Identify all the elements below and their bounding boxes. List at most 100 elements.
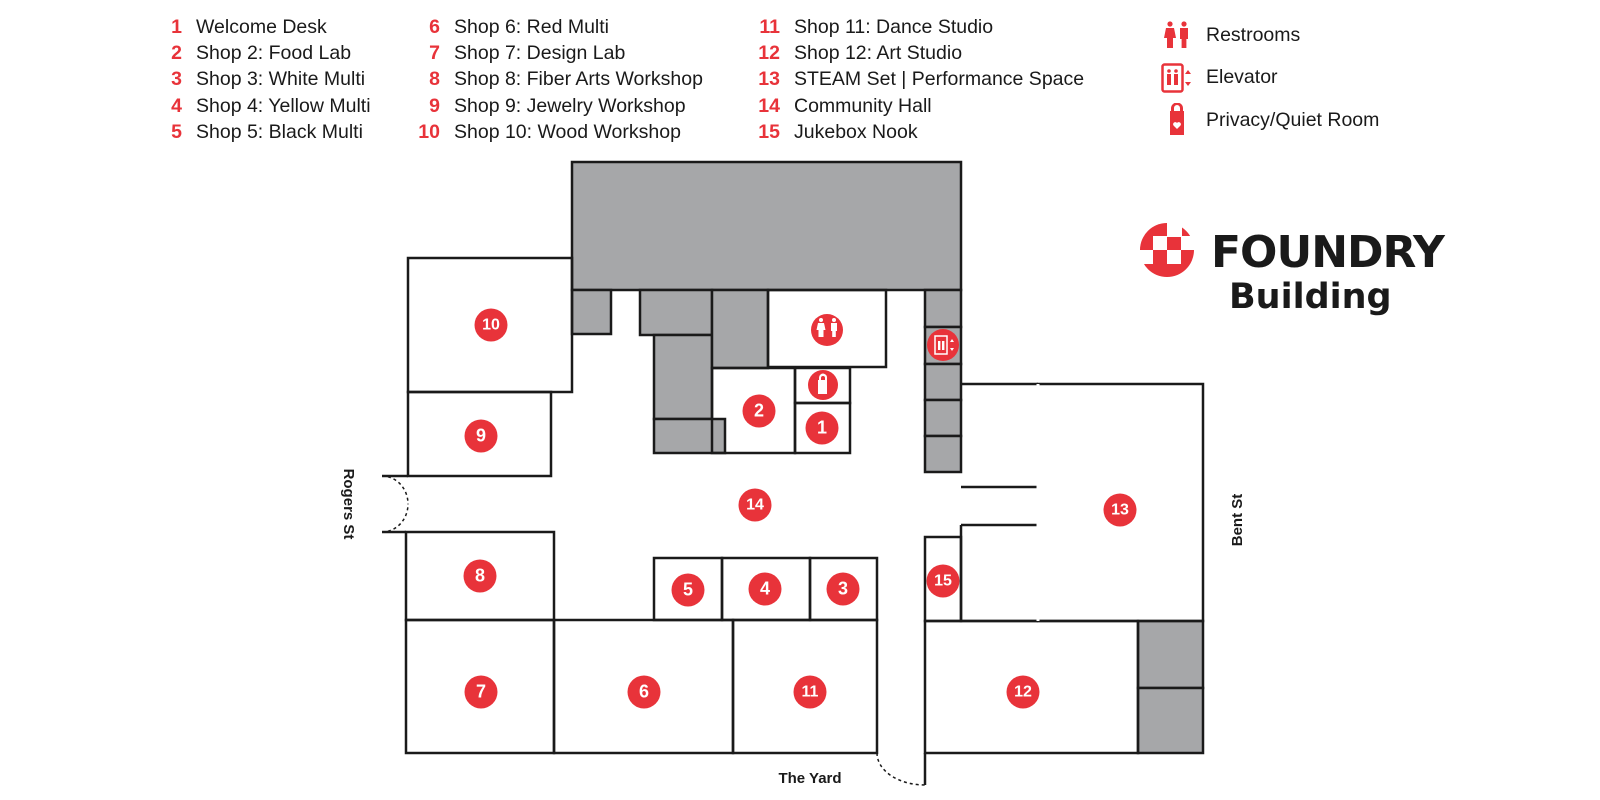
room-marker-12 <box>1006 675 1040 709</box>
service-block <box>923 288 963 329</box>
room-marker-label-1: 1 <box>817 417 827 437</box>
legend-item: 6 Shop 6: Red Multi <box>418 14 703 40</box>
room-marker-label-9: 9 <box>476 425 486 445</box>
elevator-icon <box>934 335 954 355</box>
room-marker-label-10: 10 <box>482 317 500 334</box>
legend-label: Shop 10: Wood Workshop <box>454 120 681 143</box>
legend-item: 3 Shop 3: White Multi <box>160 67 371 93</box>
legend-item: 10 Shop 10: Wood Workshop <box>418 119 703 145</box>
room-marker-label-15: 15 <box>934 573 952 590</box>
room-marker-3 <box>826 572 860 606</box>
room-marker-label-11: 11 <box>802 684 819 701</box>
legend-column-1: 1 Welcome Desk 2 Shop 2: Food Lab 3 Shop 3:… <box>160 14 371 145</box>
legend-label: Shop 3: White Multi <box>196 68 366 91</box>
brand-logo: FOUNDRY Building <box>1137 222 1445 317</box>
legend-label: Jukebox Nook <box>794 120 918 143</box>
legend-label: Community Hall <box>794 94 932 117</box>
legend-label: Shop 7: Design Lab <box>454 41 626 64</box>
icon-legend-item: Restrooms <box>1160 14 1379 57</box>
street-label-rogers: Rogers St <box>340 469 357 540</box>
restroom-icon <box>816 318 837 337</box>
room-marker-5 <box>671 573 705 607</box>
room-marker-label-14: 14 <box>746 497 764 514</box>
privacy-room-icon <box>818 373 828 394</box>
legend-number: 15 <box>758 120 780 143</box>
icon-legend: Restrooms Elevator Privacy/Quiet Room <box>1160 14 1379 142</box>
legend-number: 5 <box>171 120 182 143</box>
service-block <box>923 398 963 438</box>
room-marker-label-8: 8 <box>475 565 485 585</box>
room-marker-10 <box>474 308 508 342</box>
room-marker-4 <box>748 572 782 606</box>
legend-number: 9 <box>429 94 440 117</box>
door-swing <box>876 752 926 786</box>
icon-legend-item: Elevator <box>1160 57 1379 100</box>
legend-number: 10 <box>418 120 440 143</box>
legend-label: Shop 5: Black Multi <box>196 120 363 143</box>
brand-subtitle: Building <box>1229 277 1392 317</box>
street-label-bent: Bent St <box>1229 494 1246 547</box>
legend-item: 1 Welcome Desk <box>160 14 371 40</box>
corridor-walls <box>959 382 1038 623</box>
legend-label: STEAM Set | Performance Space <box>794 68 1085 91</box>
service-block <box>1136 619 1205 690</box>
legend-number: 13 <box>758 68 780 91</box>
legend-number: 4 <box>171 94 182 117</box>
room-marker-11 <box>793 675 827 709</box>
room-marker-label-3: 3 <box>838 578 848 598</box>
legend-number: 2 <box>171 41 182 64</box>
restroom-icon <box>1160 21 1194 49</box>
icon-markers <box>808 314 959 400</box>
legend-item: 15 Jukebox Nook <box>758 119 1084 145</box>
icon-legend-label: Privacy/Quiet Room <box>1206 108 1380 131</box>
room-outline <box>808 556 879 622</box>
room-marker-14 <box>738 488 772 522</box>
legend-number: 11 <box>759 15 780 38</box>
brand-name: FOUNDRY <box>1211 227 1445 278</box>
legend-number: 8 <box>429 68 440 91</box>
legend-item: 5 Shop 5: Black Multi <box>160 119 371 145</box>
legend-number: 6 <box>429 15 440 38</box>
privacy-room-icon <box>1160 103 1194 137</box>
room-marker-15 <box>926 564 960 598</box>
legend-label: Shop 6: Red Multi <box>454 15 610 38</box>
legend-label: Shop 2: Food Lab <box>196 41 352 64</box>
legend-number: 3 <box>171 68 182 91</box>
room-outline <box>406 390 553 478</box>
room-marker-label-5: 5 <box>683 579 693 599</box>
elevator-icon <box>1160 63 1194 93</box>
legend-number: 1 <box>171 15 182 38</box>
service-block <box>570 160 963 292</box>
room-marker-9 <box>464 419 498 453</box>
room-marker-13 <box>1103 493 1137 527</box>
legend-item: 13 STEAM Set | Performance Space <box>758 67 1084 93</box>
legend-label: Welcome Desk <box>196 15 327 38</box>
legend-number: 12 <box>758 41 780 64</box>
room-marker-7 <box>464 675 498 709</box>
service-block <box>652 417 727 455</box>
room-marker-label-13: 13 <box>1111 502 1129 519</box>
legend-item: 2 Shop 2: Food Lab <box>160 40 371 66</box>
service-block <box>638 288 714 337</box>
legend-label: Shop 12: Art Studio <box>794 41 963 64</box>
street-label-yard: The Yard <box>778 770 841 787</box>
room-outline <box>766 288 888 369</box>
room-marker-label-12: 12 <box>1014 684 1032 701</box>
entrance-walls <box>382 474 408 534</box>
service-block <box>710 288 770 370</box>
room-outline <box>793 401 852 455</box>
icon-legend-label: Restrooms <box>1206 23 1301 46</box>
icon-legend-item: Privacy/Quiet Room <box>1160 99 1379 142</box>
room-marker-1 <box>805 411 839 445</box>
service-block <box>923 434 963 474</box>
service-block <box>923 362 963 402</box>
room-marker-2 <box>742 394 776 428</box>
restroom-marker <box>811 314 843 346</box>
